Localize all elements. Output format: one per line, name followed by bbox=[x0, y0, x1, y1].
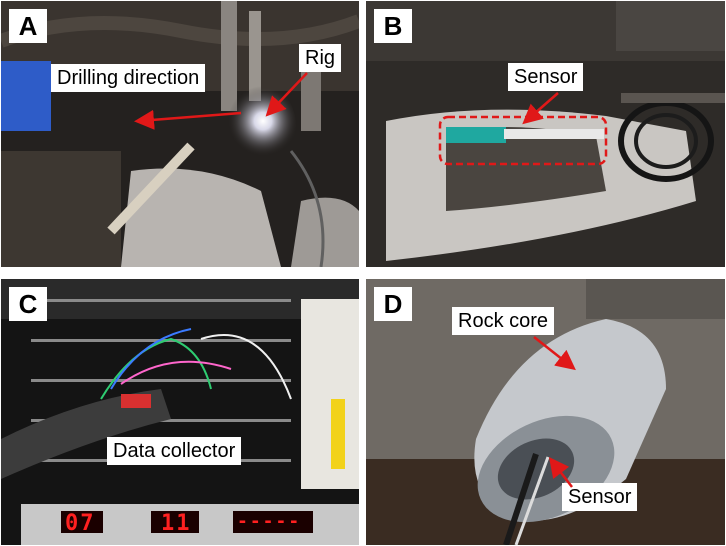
panel-c-letter: C bbox=[9, 287, 47, 321]
panel-b: B Sensor bbox=[366, 1, 725, 267]
panel-d-arrows bbox=[533, 336, 576, 488]
panel-a-letter: A bbox=[9, 9, 47, 43]
sensor-arrow-b bbox=[522, 92, 559, 125]
display-left-readout: 07 bbox=[65, 511, 96, 536]
drilling-direction-arrow bbox=[134, 109, 242, 130]
sensor-arrow-d bbox=[548, 457, 573, 488]
panel-c: C 07 11 ----- Data collector bbox=[1, 279, 359, 545]
panel-d: D Rock core Sensor bbox=[366, 279, 725, 545]
rig-arrow bbox=[265, 72, 308, 117]
display-right-readout: ----- bbox=[237, 511, 302, 532]
rig-label: Rig bbox=[299, 44, 342, 72]
panel-b-annotations bbox=[438, 92, 608, 166]
rock-core-arrow bbox=[533, 336, 576, 371]
panel-b-photo bbox=[366, 1, 725, 267]
sensor-highlight-box bbox=[438, 115, 608, 166]
data-collector-label: Data collector bbox=[107, 437, 242, 465]
panel-a: A Drilling direction Rig bbox=[1, 1, 359, 267]
panel-d-photo bbox=[366, 279, 725, 545]
panel-b-letter: B bbox=[374, 9, 412, 43]
sensor-label-b: Sensor bbox=[508, 63, 584, 91]
drilling-direction-label: Drilling direction bbox=[51, 64, 206, 92]
panel-c-photo bbox=[1, 279, 359, 545]
panel-a-arrows bbox=[134, 72, 308, 130]
display-center-readout: 11 bbox=[161, 511, 192, 536]
rock-core-label: Rock core bbox=[452, 307, 555, 335]
sensor-label-d: Sensor bbox=[562, 483, 638, 511]
panel-d-letter: D bbox=[374, 287, 412, 321]
